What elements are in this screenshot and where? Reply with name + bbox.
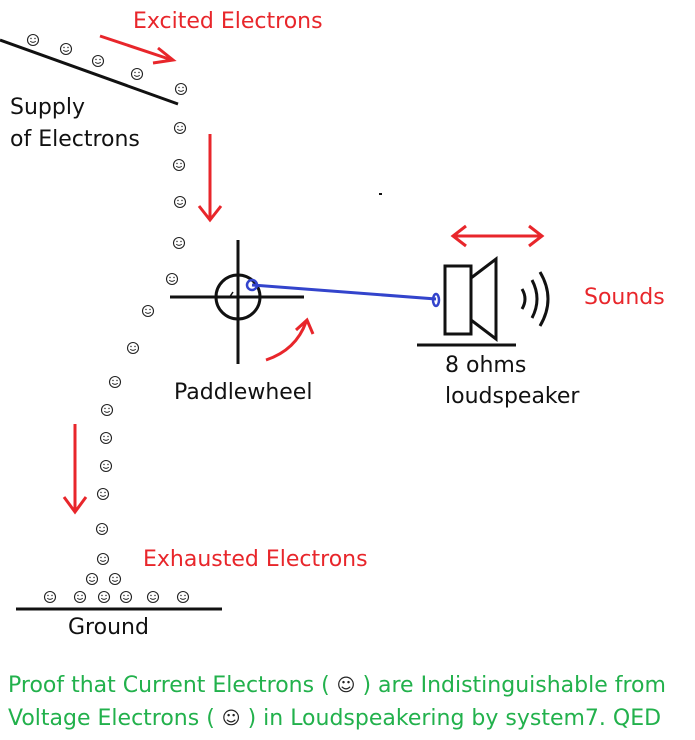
electron-smiley-icon xyxy=(97,590,111,604)
ground-label: Ground xyxy=(68,615,149,640)
caption-line1-start: Proof that Current Electrons ( xyxy=(8,673,330,698)
caption-line2-end: ) in Loudspeakering by system7. QED xyxy=(247,706,662,731)
electron-smiley-icon xyxy=(172,236,186,250)
speaker-label-line2: loudspeaker xyxy=(445,384,580,409)
electron-smiley-icon xyxy=(108,375,122,389)
speaker-motion-arrow xyxy=(450,224,545,248)
down-arrow-upper xyxy=(197,134,223,223)
exhausted-electrons-label: Exhausted Electrons xyxy=(143,547,368,572)
speaker-label-line1: 8 ohms xyxy=(445,353,527,378)
electron-smiley-icon: ☺ xyxy=(336,675,356,696)
electron-smiley-icon: ☺ xyxy=(221,708,241,729)
electron-smiley-icon xyxy=(99,431,113,445)
electron-smiley-icon xyxy=(96,487,110,501)
electron-smiley-icon xyxy=(59,42,73,56)
supply-label-line1: Supply xyxy=(10,95,85,120)
link-rod xyxy=(245,278,441,308)
electron-smiley-icon xyxy=(85,572,99,586)
caption-line1-end: ) are Indistinguishable from xyxy=(362,673,666,698)
electron-smiley-icon xyxy=(174,82,188,96)
electron-smiley-icon xyxy=(100,403,114,417)
electron-smiley-icon xyxy=(99,459,113,473)
electron-smiley-icon xyxy=(73,590,87,604)
electron-smiley-icon xyxy=(130,67,144,81)
electron-smiley-icon xyxy=(141,304,155,318)
electron-smiley-icon xyxy=(172,158,186,172)
down-arrow-lower xyxy=(62,424,88,515)
electron-smiley-icon xyxy=(146,590,160,604)
electron-smiley-icon xyxy=(165,272,179,286)
electron-smiley-icon xyxy=(119,590,133,604)
caption-line2-start: Voltage Electrons ( xyxy=(8,706,215,731)
sounds-label: Sounds xyxy=(584,285,665,310)
supply-ramp-line xyxy=(0,38,179,106)
electron-smiley-icon xyxy=(176,590,190,604)
electron-smiley-icon xyxy=(26,33,40,47)
paddlewheel-icon xyxy=(170,240,304,364)
electron-smiley-icon xyxy=(96,552,110,566)
rotation-arrow xyxy=(265,317,315,362)
electron-smiley-icon xyxy=(91,54,105,68)
loudspeaker-icon xyxy=(417,255,516,347)
electron-smiley-icon xyxy=(173,121,187,135)
electron-smiley-icon xyxy=(43,590,57,604)
electron-smiley-icon xyxy=(108,572,122,586)
sound-waves-icon xyxy=(520,271,550,327)
excited-arrow xyxy=(99,34,177,65)
excited-electrons-label: Excited Electrons xyxy=(133,9,323,34)
caption-line2: Voltage Electrons ( ☺ ) in Loudspeakerin… xyxy=(8,705,661,733)
flow-arrows xyxy=(62,34,545,515)
paddlewheel-label: Paddlewheel xyxy=(174,380,313,405)
electron-smiley-icon xyxy=(95,522,109,536)
supply-label-line2: of Electrons xyxy=(10,127,140,152)
caption-line1: Proof that Current Electrons ( ☺ ) are I… xyxy=(8,672,666,700)
electron-smiley-icon xyxy=(126,341,140,355)
electron-smiley-icon xyxy=(173,195,187,209)
